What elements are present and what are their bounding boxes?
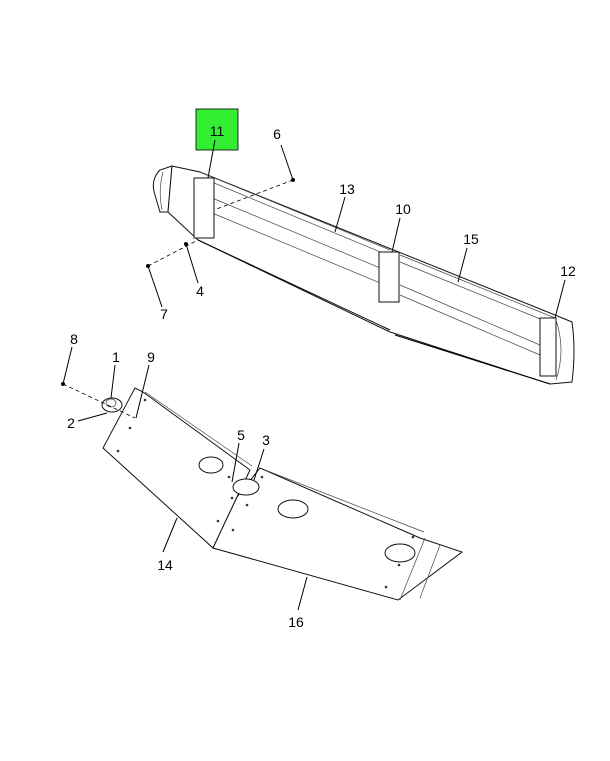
center-bracket <box>378 251 400 303</box>
hole <box>277 499 309 519</box>
upper-fairing-assembly <box>146 165 575 385</box>
callout-8[interactable]: 8 <box>70 331 78 347</box>
callout-5[interactable]: 5 <box>237 427 245 443</box>
right-bracket <box>539 317 557 377</box>
callout-2[interactable]: 2 <box>67 415 75 431</box>
hole <box>198 456 224 474</box>
callout-16[interactable]: 16 <box>288 614 304 630</box>
callout-1[interactable]: 1 <box>112 349 120 365</box>
right-plate <box>212 467 464 601</box>
callout-15[interactable]: 15 <box>463 231 479 247</box>
lower-plate-assembly <box>61 382 464 601</box>
leader-lines <box>62 139 566 611</box>
highlight-box-11 <box>195 108 239 151</box>
callout-7[interactable]: 7 <box>160 306 168 322</box>
fairing-body <box>167 165 575 385</box>
left-bracket <box>193 177 215 239</box>
callout-13[interactable]: 13 <box>339 181 355 197</box>
callout-3[interactable]: 3 <box>262 432 270 448</box>
callout-14[interactable]: 14 <box>157 557 173 573</box>
callout-6[interactable]: 6 <box>273 126 281 142</box>
left-end-cap <box>152 165 173 213</box>
callout-10[interactable]: 10 <box>395 201 411 217</box>
grommet-3 <box>232 478 260 496</box>
callout-9[interactable]: 9 <box>147 349 155 365</box>
grommet-1 <box>101 397 123 413</box>
callout-12[interactable]: 12 <box>560 263 576 279</box>
hole <box>384 543 416 563</box>
callout-11[interactable]: 11 <box>210 123 225 139</box>
callout-4[interactable]: 4 <box>196 283 204 299</box>
